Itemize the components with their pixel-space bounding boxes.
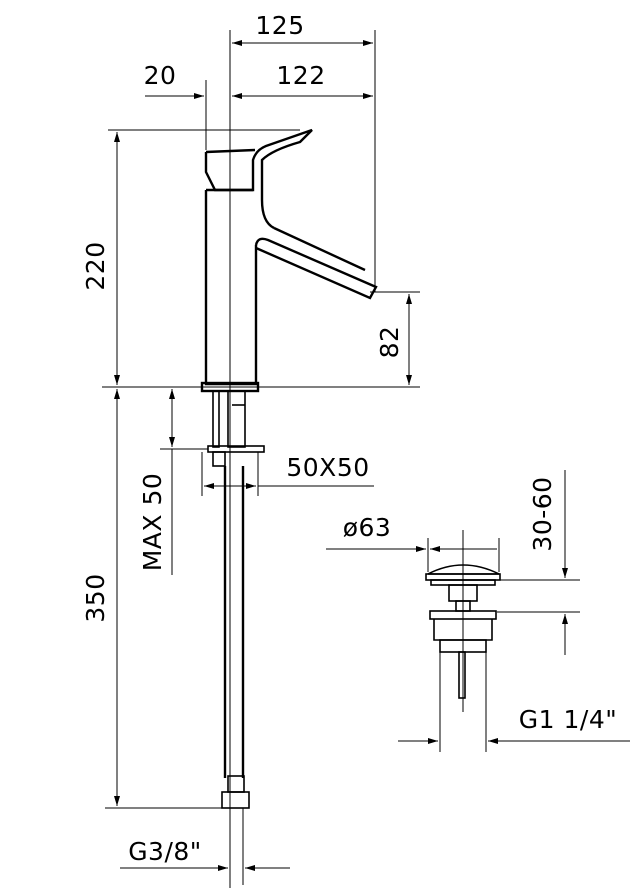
- lever-handle: [204, 128, 313, 230]
- dim-350: 350: [81, 573, 110, 622]
- waste-assembly: [425, 530, 501, 712]
- dim-30-60: 30-60: [528, 476, 557, 551]
- dim-g3-8: G3/8": [128, 837, 202, 866]
- waste-flange: [429, 610, 497, 620]
- dim-50x50: 50X50: [286, 453, 369, 482]
- dim-max-50: MAX 50: [138, 473, 167, 572]
- fixing-assembly: [207, 390, 265, 809]
- fixing-nut: [212, 451, 226, 467]
- dim-122: 122: [276, 61, 325, 90]
- dim-20: 20: [144, 61, 177, 90]
- dim-220: 220: [81, 241, 110, 290]
- dimension-lines: [102, 30, 420, 885]
- dimension-labels: 125 20 122 220 82 MAX 50 50X50 350 G3/8"…: [81, 11, 617, 866]
- waste-rod: [458, 651, 466, 699]
- body-column: [204, 190, 258, 386]
- dim-diameter-63: ø63: [343, 513, 392, 542]
- dim-82: 82: [375, 326, 404, 359]
- faucet-body: [200, 30, 378, 888]
- dim-125: 125: [255, 11, 304, 40]
- waste-dimension-lines: [326, 470, 630, 752]
- dim-g1-1-4: G1 1/4": [519, 705, 617, 734]
- spout: [254, 237, 378, 300]
